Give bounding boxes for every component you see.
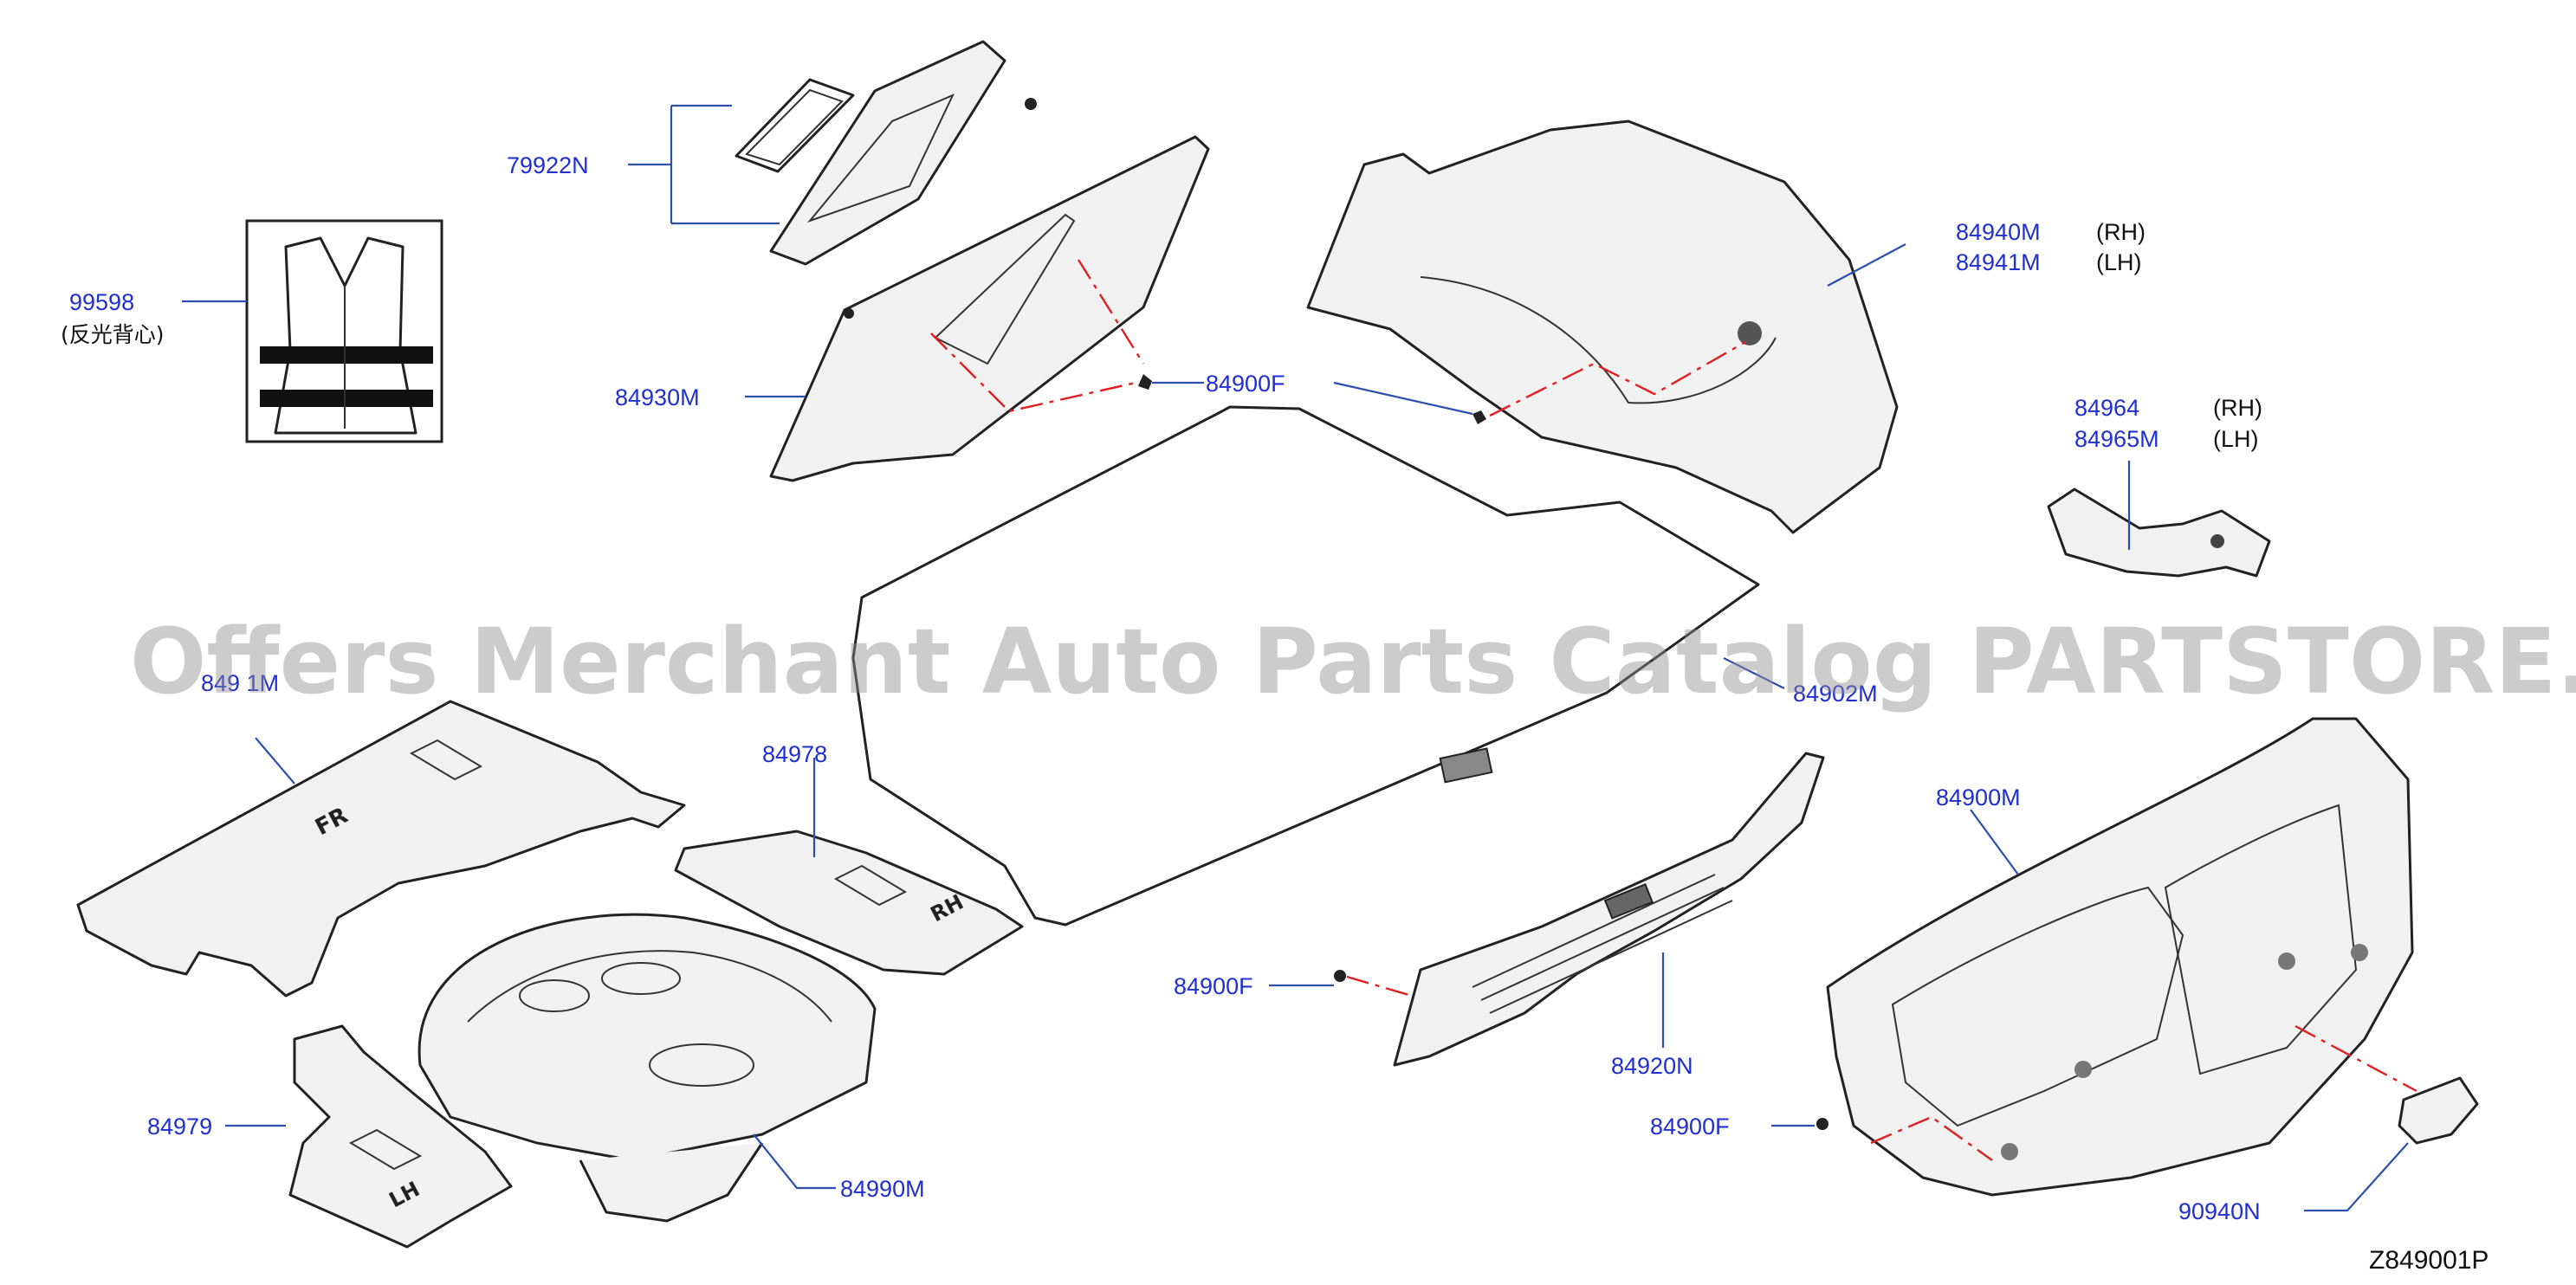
part-79922N-bracket[interactable] [735,40,1037,266]
callouts: 79922N 99598 (反光背心) 84930M 84900F 84940M… [61,152,2489,1275]
leader-90940N [2304,1142,2409,1212]
leader-84900F-top-right [1333,381,1473,416]
callout-99598[interactable]: 99598 [69,289,134,315]
diagram-code: Z849001P [2369,1246,2489,1275]
callout-84920N[interactable]: 84920N [1611,1053,1693,1079]
leader-lines [182,104,2409,1212]
callout-84940M-side: (RH) [2096,219,2146,245]
callout-84941M-side: (LH) [2096,249,2142,275]
part-84920N-rear-finisher[interactable] [1334,752,1825,1067]
callout-84964[interactable]: 84964 [2074,395,2139,421]
callout-84964-side: (RH) [2213,395,2262,421]
callout-84900F-top[interactable]: 84900F [1206,371,1285,397]
callout-84902M[interactable]: 84902M [1793,681,1878,707]
leader-84940M [1827,243,1906,287]
part-84990M-tool-tray[interactable] [417,913,877,1223]
leader-84900M [1970,809,2019,875]
leader-79922N [628,104,780,225]
callout-84979[interactable]: 84979 [147,1114,212,1140]
part-849x1M-left-floor-board[interactable]: FR [76,700,686,998]
callout-849x1M[interactable]: 849 1M [201,670,279,696]
callout-84965M[interactable]: 84965M [2074,426,2159,452]
callout-84900M[interactable]: 84900M [1936,785,2021,810]
part-99598-reflective-vest[interactable] [245,219,443,443]
leader-849x1M [255,737,295,785]
callout-84930M[interactable]: 84930M [615,384,700,410]
part-84979-left-small-board[interactable]: LH [288,1024,513,1249]
callout-84941M[interactable]: 84941M [1956,249,2041,275]
callout-84900F-mid[interactable]: 84900F [1174,973,1253,999]
leader-84902M [1723,657,1785,689]
callout-84940M[interactable]: 84940M [1956,219,2041,245]
watermark-text: Offers Merchant Auto Parts Catalog PARTS… [130,609,2576,714]
callout-90940N[interactable]: 90940N [2178,1198,2261,1224]
callout-99598-note: (反光背心) [61,322,165,347]
part-84900M-trunk-lid-finisher[interactable] [1816,717,2417,1197]
callout-79922N[interactable]: 79922N [507,152,589,178]
callout-84978[interactable]: 84978 [762,741,827,767]
part-84930M-trunk-board[interactable] [769,135,1210,482]
part-90940N-clip[interactable] [2398,1076,2479,1145]
part-84902M-floor-mat[interactable] [851,405,1760,927]
part-84964-small-bracket[interactable] [2047,488,2271,578]
callout-84990M[interactable]: 84990M [840,1176,925,1202]
callout-84965M-side: (LH) [2213,426,2259,452]
leader-84990M [753,1133,836,1190]
part-84978-right-floor-board[interactable]: RH [674,830,1024,976]
callout-84900F-bot[interactable]: 84900F [1650,1114,1730,1140]
part-84940M-side-finisher[interactable] [1306,119,1899,534]
